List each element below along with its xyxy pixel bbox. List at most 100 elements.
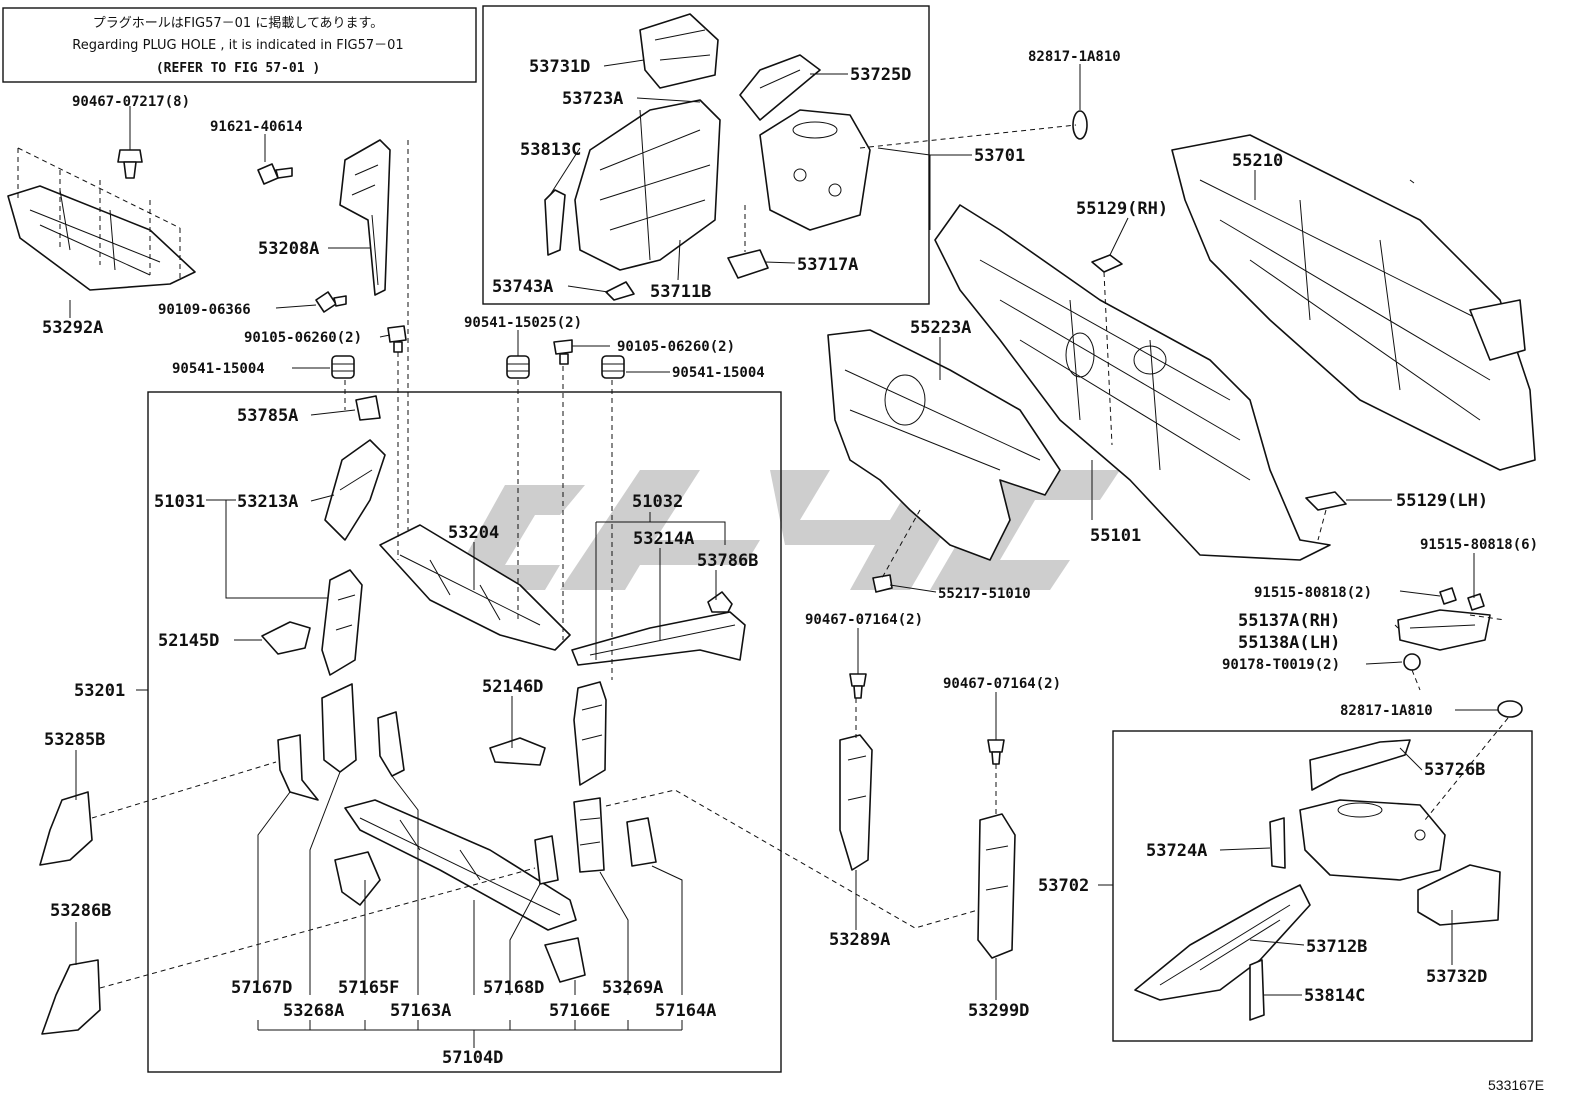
label-90467-07164-b: 90467-07164(2)	[943, 676, 1061, 692]
part-57166e	[544, 937, 586, 983]
part-55129-rh	[1091, 254, 1123, 273]
note-line-2: Regarding PLUG HOLE , it is indicated in…	[72, 38, 403, 53]
part-bolt-90109	[315, 291, 347, 313]
part-53208a-bracket	[339, 139, 391, 296]
group-box-53702	[1112, 730, 1533, 1042]
label-53813C: 53813C	[520, 140, 581, 160]
label-52145D: 52145D	[158, 631, 219, 651]
part-55210-silencer	[1171, 134, 1536, 471]
part-53732d	[1417, 864, 1501, 926]
part-53743a	[605, 281, 635, 301]
part-57168d	[534, 835, 559, 885]
label-53785A: 53785A	[237, 406, 298, 426]
part-57165f	[377, 711, 405, 777]
part-52146d	[489, 737, 546, 766]
label-91621-40614: 91621-40614	[210, 119, 303, 135]
label-57165F: 57165F	[338, 978, 399, 998]
label-53268A: 53268A	[283, 1001, 344, 1021]
part-53204-support	[379, 524, 571, 651]
part-53702-towerhousing	[1299, 799, 1446, 881]
part-53813c	[544, 189, 566, 256]
label-55101: 55101	[1090, 526, 1141, 546]
part-55101-dash-panel	[934, 204, 1331, 561]
label-57104D: 57104D	[442, 1048, 503, 1068]
part-cushion-90541-mid	[601, 355, 625, 379]
label-53743A: 53743A	[492, 277, 553, 297]
part-clip-90467-07217	[117, 112, 143, 179]
label-82817-1A810-bottom: 82817-1A810	[1340, 703, 1433, 719]
label-57166E: 57166E	[549, 1001, 610, 1021]
part-57167d	[277, 734, 319, 801]
part-plug-82817-bottom	[1497, 700, 1523, 718]
label-52146D: 52146D	[482, 677, 543, 697]
leader-lines	[69, 59, 1498, 1048]
part-51032-rail	[573, 681, 607, 786]
label-90109-06366: 90109-06366	[158, 302, 251, 318]
part-53717a	[727, 249, 769, 279]
label-53726B: 53726B	[1424, 760, 1485, 780]
part-53814c	[1249, 959, 1265, 1021]
label-53712B: 53712B	[1306, 937, 1367, 957]
part-clip-55217	[872, 574, 893, 593]
part-bolt-91515-a	[1439, 587, 1457, 605]
part-plug-82817-top	[1072, 110, 1088, 140]
note-line-3: (REFER TO FIG 57-01 )	[156, 61, 320, 76]
part-53785a	[355, 395, 381, 421]
label-55138A: 55138A(LH)	[1238, 633, 1340, 653]
label-90105-06260-left: 90105-06260(2)	[244, 330, 362, 346]
dashed-lines	[17, 124, 1509, 989]
label-53201: 53201	[74, 681, 125, 701]
label-53786B: 53786B	[697, 551, 758, 571]
label-53711B: 53711B	[650, 282, 711, 302]
label-51032: 51032	[632, 492, 683, 512]
reference-note: プラグホールはFIG57－01 に掲載してあります。 Regarding PLU…	[2, 7, 477, 83]
label-55217-51010: 55217-51010	[938, 586, 1031, 602]
part-53286b	[41, 959, 101, 1035]
label-57167D: 57167D	[231, 978, 292, 998]
label-90541-15004-mid: 90541-15004	[672, 365, 765, 381]
label-55137A: 55137A(RH)	[1238, 611, 1340, 631]
part-53731d	[639, 13, 719, 89]
label-55129LH: 55129(LH)	[1396, 491, 1488, 511]
label-55223A: 55223A	[910, 318, 971, 338]
label-51031: 51031	[154, 492, 205, 512]
label-53299D: 53299D	[968, 1001, 1029, 1021]
part-53213a	[324, 439, 386, 541]
figure-code: 533167E	[1488, 1077, 1544, 1093]
part-clip-90467-a	[849, 673, 867, 699]
part-52145d	[261, 621, 311, 655]
part-bolt-90105-left	[387, 325, 407, 353]
note-line-1: プラグホールはFIG57－01 に掲載してあります。	[93, 15, 384, 31]
label-53289A: 53289A	[829, 930, 890, 950]
part-cushion-90541-left	[331, 355, 355, 379]
label-53731D: 53731D	[529, 57, 590, 77]
label-91515-80818-2: 91515-80818(2)	[1254, 585, 1372, 601]
label-53723A: 53723A	[562, 89, 623, 109]
part-57104d-crossmember	[344, 799, 577, 931]
label-90541-15004-left: 90541-15004	[172, 361, 265, 377]
label-53285B: 53285B	[44, 730, 105, 750]
label-90467-07164-a: 90467-07164(2)	[805, 612, 923, 628]
label-91515-80818-6: 91515-80818(6)	[1420, 537, 1538, 553]
part-labels: 53731D 53725D 53723A 53813C 53701 53717A…	[42, 49, 1538, 1068]
part-53712b-apron	[1134, 884, 1311, 1001]
label-53286B: 53286B	[50, 901, 111, 921]
label-53725D: 53725D	[850, 65, 911, 85]
part-53292a-shield	[7, 185, 196, 291]
part-nut-90178	[1403, 653, 1421, 671]
label-57163A: 57163A	[390, 1001, 451, 1021]
label-90178-T0019: 90178-T0019(2)	[1222, 657, 1340, 673]
part-57164a	[626, 817, 657, 867]
watermark	[455, 470, 1120, 590]
part-bolt-91515-b	[1467, 593, 1485, 611]
part-53214a	[571, 611, 746, 666]
part-53268a	[321, 683, 357, 773]
part-57163a	[334, 851, 381, 906]
label-53702: 53702	[1038, 876, 1089, 896]
part-53299d-duct	[977, 813, 1016, 959]
part-cushion-90541-15025	[506, 355, 530, 379]
label-55129RH: 55129(RH)	[1076, 199, 1168, 219]
label-53701: 53701	[974, 146, 1025, 166]
part-53701-towerhousing	[759, 109, 871, 231]
